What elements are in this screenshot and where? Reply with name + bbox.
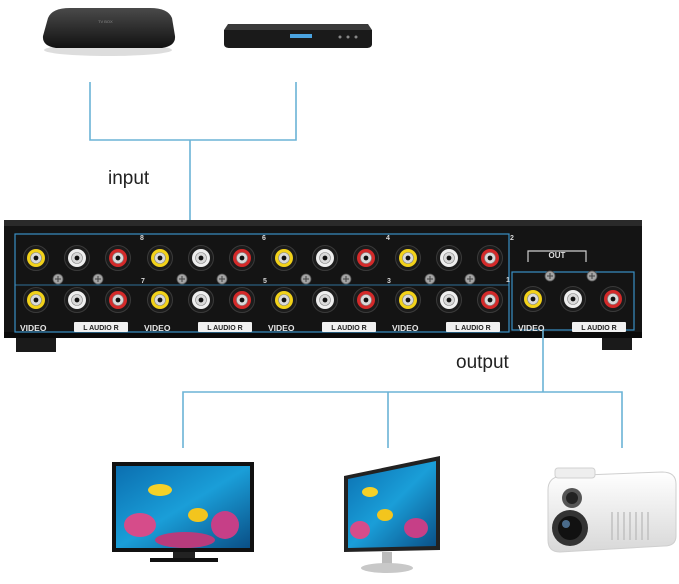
input-jack-video-g3-r2 bbox=[271, 287, 297, 313]
input-jack-audio-right-g2-r2 bbox=[229, 287, 255, 313]
output-connector-lines bbox=[182, 330, 623, 448]
input-jack-audio-left-g2-r1 bbox=[188, 245, 214, 271]
group-labels: VIDEO L AUDIO R VIDEO L AUDIO R VIDEO L AUDIO… bbox=[20, 322, 626, 333]
video-group-label: VIDEO bbox=[518, 323, 545, 333]
input-jack-audio-right-g2-r1 bbox=[229, 245, 255, 271]
port-numbers: 8 7 6 5 4 3 2 1 bbox=[140, 235, 514, 285]
audio-label-plate bbox=[198, 322, 252, 332]
panel-screw bbox=[300, 273, 312, 285]
input-jack-audio-left-g1-r2 bbox=[64, 287, 90, 313]
output-jack-audio-left bbox=[560, 286, 586, 312]
input-panel-outline bbox=[14, 233, 510, 333]
port-number: 7 bbox=[141, 278, 145, 285]
port-number: 6 bbox=[262, 235, 266, 242]
input-jack-audio-left-g4-r1 bbox=[436, 245, 462, 271]
audio-group-label: L AUDIO R bbox=[207, 325, 242, 332]
port-number: 5 bbox=[263, 278, 267, 285]
video-group-label: VIDEO bbox=[392, 323, 419, 333]
input-jack-audio-left-g3-r2 bbox=[312, 287, 338, 313]
input-jack-audio-right-g3-r2 bbox=[353, 287, 379, 313]
monitor-output-device bbox=[344, 456, 440, 573]
port-number: 4 bbox=[386, 235, 390, 242]
projector-output-device bbox=[547, 467, 677, 553]
input-jack-audio-left-g4-r2 bbox=[436, 287, 462, 313]
audio-label-plate bbox=[74, 322, 128, 332]
audio-label-plate bbox=[322, 322, 376, 332]
panel-screw bbox=[92, 273, 104, 285]
audio-group-label: L AUDIO R bbox=[455, 325, 490, 332]
input-connector-lines bbox=[89, 82, 297, 232]
panel-screw bbox=[544, 270, 556, 282]
video-group-label: VIDEO bbox=[144, 323, 171, 333]
port-number: 2 bbox=[510, 235, 514, 242]
input-jack-video-g1-r1 bbox=[23, 245, 49, 271]
output-jack-video bbox=[520, 286, 546, 312]
input-jack-audio-right-g1-r2 bbox=[105, 287, 131, 313]
panel-screw bbox=[464, 273, 476, 285]
input-jack-audio-right-g3-r1 bbox=[353, 245, 379, 271]
tv-output-device bbox=[112, 462, 254, 562]
input-jack-audio-right-g4-r2 bbox=[477, 287, 503, 313]
input-jack-video-g4-r2 bbox=[395, 287, 421, 313]
port-number: 3 bbox=[387, 278, 391, 285]
input-jack-video-g2-r1 bbox=[147, 245, 173, 271]
input-jack-audio-right-g4-r1 bbox=[477, 245, 503, 271]
rca-jacks bbox=[23, 245, 626, 313]
output-jack-audio-right bbox=[600, 286, 626, 312]
input-jack-audio-left-g2-r2 bbox=[188, 287, 214, 313]
audio-label-plate bbox=[572, 322, 626, 332]
audio-label-plate bbox=[446, 322, 500, 332]
panel-screw bbox=[340, 273, 352, 285]
panel-screw bbox=[176, 273, 188, 285]
input-jack-video-g3-r1 bbox=[271, 245, 297, 271]
panel-screw bbox=[52, 273, 64, 285]
tv-box-device: TV BOX bbox=[42, 8, 176, 56]
svg-text:TV BOX: TV BOX bbox=[98, 19, 113, 24]
audio-group-label: L AUDIO R bbox=[331, 325, 366, 332]
video-group-label: VIDEO bbox=[20, 323, 47, 333]
port-number: 8 bbox=[140, 235, 144, 242]
panel-screws bbox=[52, 270, 598, 285]
input-jack-audio-right-g1-r1 bbox=[105, 245, 131, 271]
output-label: output bbox=[456, 352, 509, 373]
input-jack-video-g4-r1 bbox=[395, 245, 421, 271]
dvd-player-device bbox=[224, 24, 372, 48]
input-jack-audio-left-g1-r1 bbox=[64, 245, 90, 271]
input-jack-video-g2-r2 bbox=[147, 287, 173, 313]
panel-screw bbox=[216, 273, 228, 285]
input-jack-video-g1-r2 bbox=[23, 287, 49, 313]
panel-screw bbox=[424, 273, 436, 285]
video-group-label: VIDEO bbox=[268, 323, 295, 333]
audio-group-label: L AUDIO R bbox=[83, 325, 118, 332]
panel-screw bbox=[586, 270, 598, 282]
input-label: input bbox=[108, 168, 150, 189]
port-number: 1 bbox=[506, 277, 510, 284]
input-jack-audio-left-g3-r1 bbox=[312, 245, 338, 271]
out-label: OUT bbox=[549, 251, 566, 260]
audio-group-label: L AUDIO R bbox=[581, 325, 616, 332]
